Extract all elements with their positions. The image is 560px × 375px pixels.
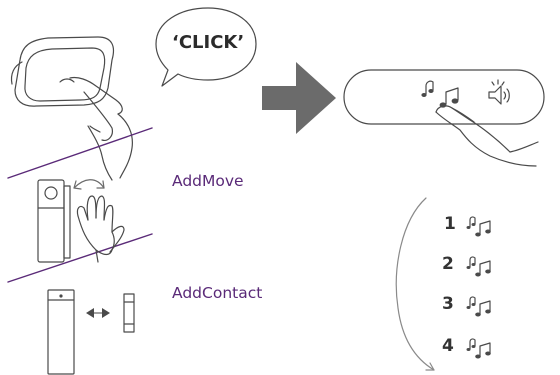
melody-number-3: 3 (442, 294, 454, 314)
waving-hand (76, 195, 125, 263)
contact-distance-arrow (86, 308, 110, 318)
speech-bubble (155, 7, 257, 87)
addcontact-sensor (47, 289, 135, 375)
melody-cycle-arrow (395, 197, 435, 371)
wave-motion-arrow (73, 179, 105, 189)
addcontact-label: AddContact (172, 284, 263, 302)
melody-3-icon (466, 296, 491, 317)
melody-number-2: 2 (442, 254, 454, 274)
push-button-unit (10, 36, 115, 107)
wave-arrow-left-head (73, 180, 82, 190)
divider-line-bottom (7, 233, 153, 283)
music-note-icon (421, 80, 459, 108)
addmove-sensor (37, 179, 71, 263)
melody-2-icon (466, 256, 491, 277)
hand-pressing-chime (435, 105, 539, 167)
big-right-arrow (262, 62, 336, 134)
melody-number-1: 1 (444, 214, 456, 234)
melody-4-icon (466, 338, 491, 359)
speaker-volume-icon (488, 79, 510, 105)
melody-number-4: 4 (442, 336, 454, 356)
addmove-label: AddMove (172, 172, 244, 190)
click-sound-text: ‘CLICK’ (172, 32, 245, 53)
melody-cycle-arrow-head (425, 362, 435, 371)
divider-line-top (7, 127, 153, 179)
wave-arrow-right-head (96, 180, 105, 189)
chime-unit (343, 69, 545, 125)
melody-1-icon (466, 216, 491, 237)
pressing-hand (59, 76, 133, 181)
